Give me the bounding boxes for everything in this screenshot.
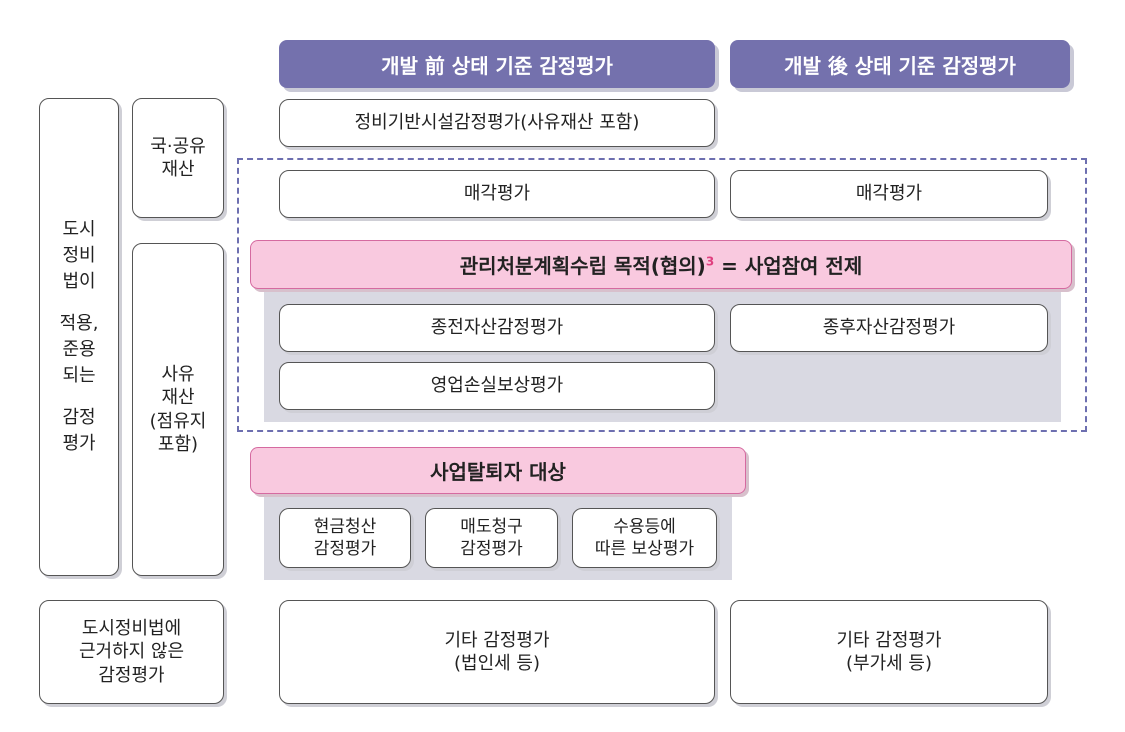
main-line: 적용,: [59, 312, 99, 334]
business-loss-appraisal-box: 영업손실보상평가: [279, 362, 715, 410]
main-line: 정비: [62, 244, 96, 266]
management-plan-banner: 관리처분계획수립 목적(협의)3 = 사업참여 전제: [250, 240, 1072, 289]
sale-claim-line: 매도청구: [460, 516, 523, 537]
cash-settlement-appraisal-box: 현금청산 감정평가: [279, 508, 411, 568]
private-line: 포함): [157, 433, 199, 455]
infrastructure-appraisal-label: 정비기반시설감정평가(사유재산 포함): [354, 112, 640, 134]
other-after-line: 기타 감정평가: [836, 629, 942, 651]
non-urban-renewal-act-category: 도시정비법에 근거하지 않은 감정평가: [39, 600, 224, 704]
other-line: 근거하지 않은: [78, 641, 185, 663]
private-line: 재산: [161, 387, 195, 409]
management-disposal-region: [237, 158, 1087, 432]
main-line: 평가: [62, 433, 96, 455]
post-asset-appraisal-box: 종후자산감정평가: [730, 304, 1048, 352]
prior-asset-appraisal-box: 종전자산감정평가: [279, 304, 715, 352]
prior-asset-appraisal-label: 종전자산감정평가: [430, 317, 564, 339]
sale-claim-appraisal-box: 매도청구 감정평가: [425, 508, 558, 568]
public-line: 국·공유: [150, 135, 206, 157]
business-loss-appraisal-label: 영업손실보상평가: [430, 375, 564, 397]
main-line: 되는: [62, 365, 96, 387]
header-after-label: 개발 後 상태 기준 감정평가: [784, 53, 1016, 78]
private-line: (점유지: [149, 410, 207, 432]
sale-appraisal-after-label: 매각평가: [855, 183, 923, 205]
expropriation-line: 수용등에: [613, 516, 676, 537]
header-before-development: 개발 前 상태 기준 감정평가: [279, 40, 715, 88]
sale-appraisal-after-box: 매각평가: [730, 170, 1048, 218]
other-line: 도시정비법에: [81, 617, 182, 639]
sale-claim-line: 감정평가: [460, 539, 523, 559]
private-line: 사유: [161, 363, 195, 385]
withdrawal-banner-label: 사업탈퇴자 대상: [430, 460, 566, 484]
main-line: 도시: [62, 218, 96, 240]
other-line: 감정평가: [98, 664, 165, 686]
management-plan-banner-text: 관리처분계획수립 목적(협의)3 = 사업참여 전제: [460, 250, 862, 279]
post-asset-appraisal-label: 종후자산감정평가: [822, 317, 956, 339]
cash-settlement-line: 현금청산: [313, 516, 377, 537]
infrastructure-appraisal-box: 정비기반시설감정평가(사유재산 포함): [279, 99, 715, 147]
other-before-line: 기타 감정평가: [444, 629, 550, 651]
other-after-line: (부가세 등): [845, 653, 932, 674]
other-appraisal-after-box: 기타 감정평가 (부가세 등): [730, 600, 1048, 704]
sale-appraisal-before-box: 매각평가: [279, 170, 715, 218]
private-property-category: 사유 재산 (점유지 포함): [132, 243, 224, 576]
header-before-label: 개발 前 상태 기준 감정평가: [381, 53, 613, 78]
expropriation-compensation-box: 수용등에 따른 보상평가: [572, 508, 717, 568]
main-line: 감정: [62, 407, 96, 429]
management-plan-banner-tail: = 사업참여 전제: [714, 254, 863, 278]
other-appraisal-before-box: 기타 감정평가 (법인세 등): [279, 600, 715, 704]
sale-appraisal-before-label: 매각평가: [463, 183, 531, 205]
cash-settlement-line: 감정평가: [313, 539, 377, 559]
expropriation-line: 따른 보상평가: [594, 539, 695, 559]
management-plan-banner-main: 관리처분계획수립 목적(협의): [459, 254, 706, 278]
public-line: 재산: [161, 159, 195, 180]
footnote-marker: 3: [705, 254, 715, 269]
urban-renewal-act-category: 도시 정비 법이 적용, 준용 되는 감정 평가: [39, 98, 119, 576]
other-before-line: (법인세 등): [453, 653, 540, 674]
header-after-development: 개발 後 상태 기준 감정평가: [730, 40, 1070, 88]
withdrawal-banner: 사업탈퇴자 대상: [250, 447, 746, 494]
main-line: 법이: [62, 270, 96, 292]
public-property-category: 국·공유 재산: [132, 98, 224, 218]
main-line: 준용: [62, 339, 96, 360]
